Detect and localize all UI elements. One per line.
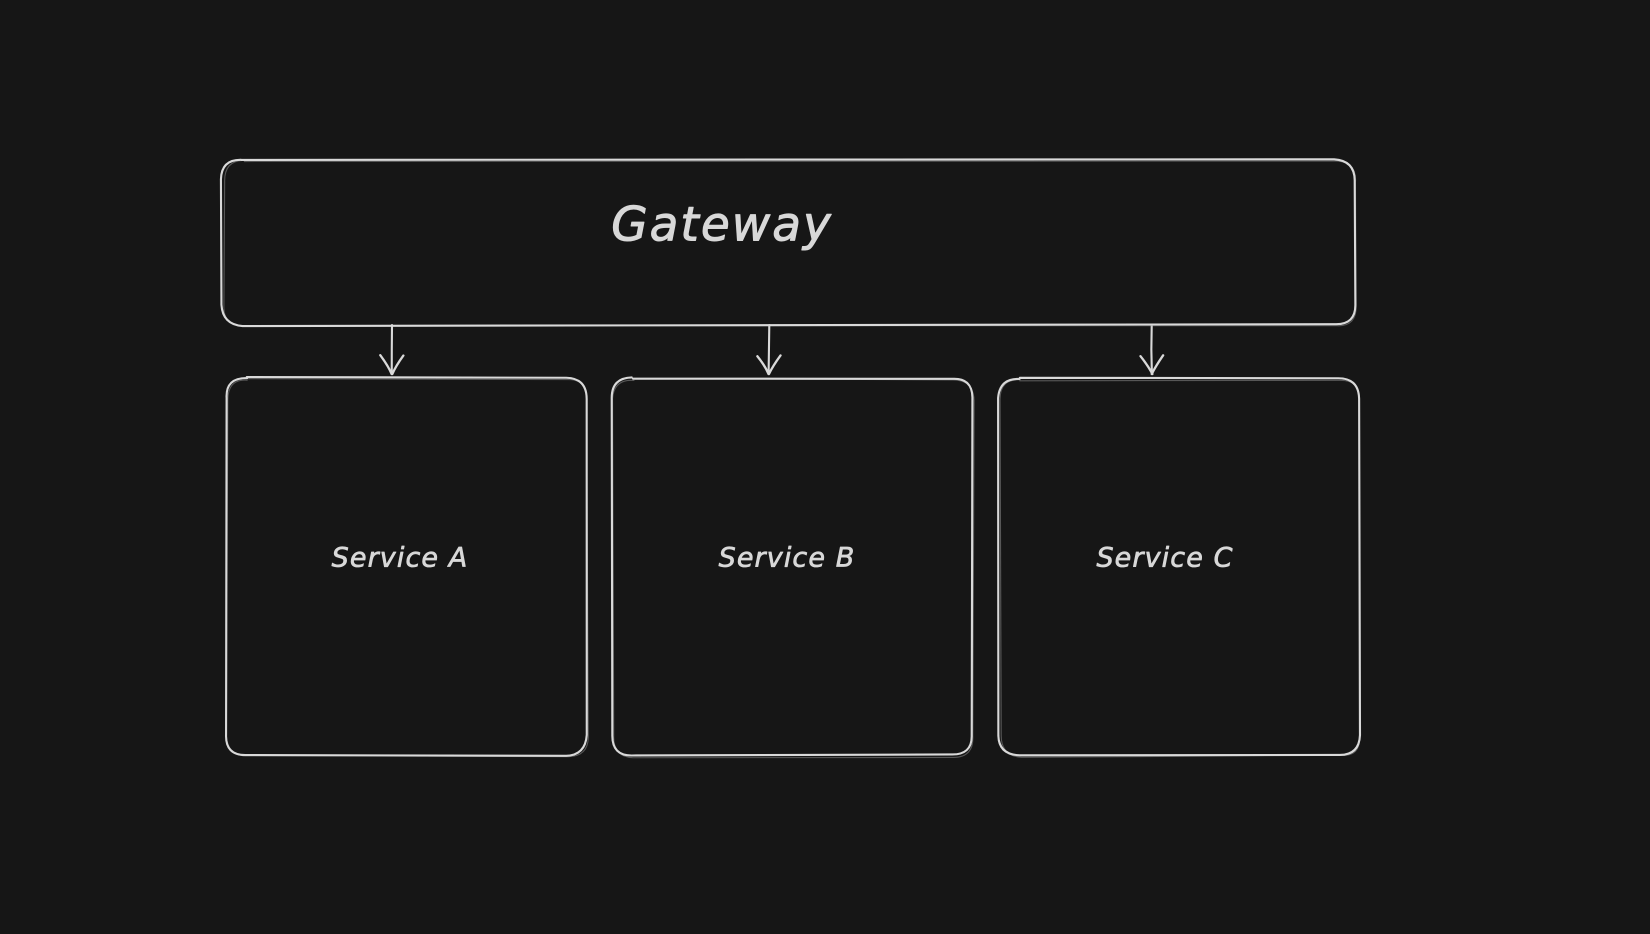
node-outline bbox=[997, 376, 1362, 757]
node-service-b[interactable]: Service B bbox=[610, 376, 975, 759]
node-outline bbox=[225, 375, 588, 757]
node-label: Service A bbox=[332, 543, 469, 574]
edge-gateway-to-service-c bbox=[1139, 323, 1165, 376]
node-gateway[interactable]: Gateway bbox=[219, 158, 1357, 328]
node-service-c[interactable]: Service C bbox=[997, 376, 1362, 758]
edge-gateway-to-service-b bbox=[756, 323, 782, 376]
node-outline bbox=[610, 376, 974, 757]
arrowhead-icon bbox=[756, 354, 782, 376]
edge-line bbox=[1150, 323, 1153, 376]
arrowhead-icon bbox=[1139, 354, 1165, 376]
edges-layer bbox=[379, 323, 1165, 376]
node-label: Gateway bbox=[611, 198, 833, 253]
edge-gateway-to-service-a bbox=[379, 323, 405, 376]
arrowhead-icon bbox=[379, 354, 405, 376]
node-label: Service C bbox=[1096, 543, 1233, 574]
node-service-a[interactable]: Service A bbox=[225, 375, 589, 758]
node-outline bbox=[219, 158, 1357, 328]
node-label: Service B bbox=[719, 543, 856, 574]
edge-line bbox=[767, 323, 771, 376]
